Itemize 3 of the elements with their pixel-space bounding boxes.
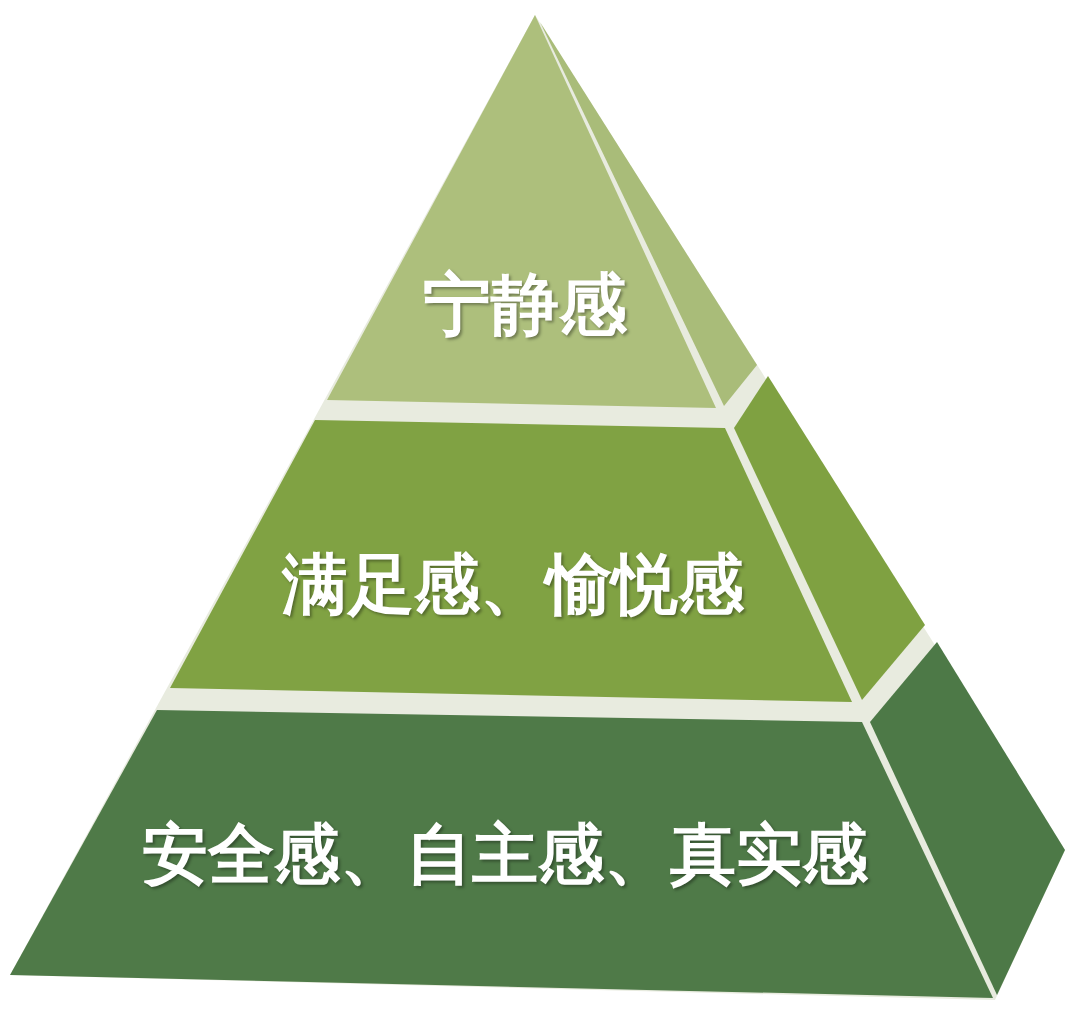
tier-label: 安全感、自主感、真实感 — [142, 815, 868, 895]
tier-label: 满足感、愉悦感 — [282, 545, 744, 625]
tier-label: 宁静感 — [423, 263, 627, 346]
